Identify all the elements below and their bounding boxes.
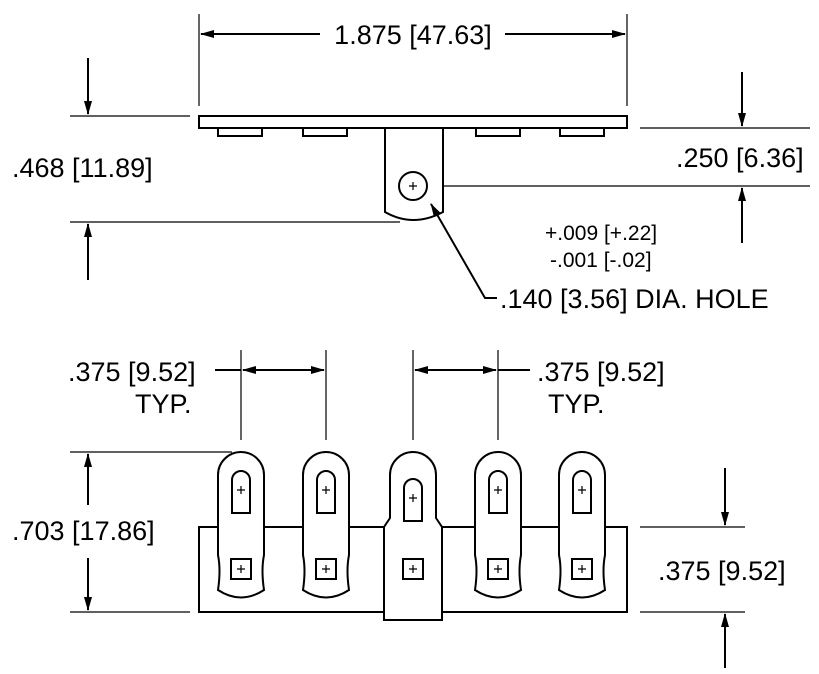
center-mark-icon	[322, 565, 330, 573]
mounting-hole	[398, 171, 428, 201]
center-mark-icon	[494, 565, 502, 573]
hole-tolerance-plus: +.009 [+.22]	[545, 222, 657, 245]
front-view: .375 [9.52] TYP. .375 [9.52] TYP. .703 […	[12, 350, 786, 668]
terminal-body	[301, 451, 351, 599]
hole-callout-label: .140 [3.56] DIA. HOLE	[500, 284, 769, 314]
hole-tolerance-minus: -.001 [-.02]	[550, 249, 652, 272]
terminal-tab	[559, 127, 605, 137]
center-mark-icon	[322, 486, 330, 494]
terminal-square-hole	[571, 558, 593, 580]
center-mark-icon	[409, 494, 417, 502]
center-mark-icon	[409, 565, 417, 573]
terminal-body	[216, 451, 266, 599]
pitch-left-note: TYP.	[135, 389, 192, 419]
terminal	[383, 451, 443, 621]
terminal	[216, 451, 266, 599]
leader-line	[430, 203, 497, 299]
terminals	[216, 451, 607, 621]
pitch-left-label: .375 [9.52]	[68, 357, 196, 387]
terminal	[557, 451, 607, 599]
terminal	[473, 451, 523, 599]
terminal-slot	[316, 470, 336, 514]
terminal-square-hole	[402, 558, 424, 580]
terminal-tab	[302, 127, 348, 137]
terminal-tab	[217, 127, 263, 137]
center-mark-icon	[578, 565, 586, 573]
terminal-body	[473, 451, 523, 599]
terminal-slot	[231, 470, 251, 514]
terminal-square-hole	[230, 558, 252, 580]
hole-offset-label: .250 [6.36]	[676, 143, 804, 173]
pitch-right-label: .375 [9.52]	[537, 357, 665, 387]
front-height-label: .703 [17.86]	[12, 516, 155, 546]
center-mark-icon	[409, 182, 417, 190]
terminal-square-hole	[487, 558, 509, 580]
center-mark-icon	[237, 565, 245, 573]
overall-height-label: .468 [11.89]	[12, 153, 153, 183]
terminal-slot	[572, 470, 592, 514]
pitch-right-note: TYP.	[548, 389, 605, 419]
strip-body	[198, 115, 628, 129]
terminal-square-hole	[315, 558, 337, 580]
terminal-body	[557, 451, 607, 599]
base-height-label: .375 [9.52]	[658, 556, 786, 586]
center-mark-icon	[578, 486, 586, 494]
terminal-slot	[403, 478, 423, 522]
center-mark-icon	[494, 486, 502, 494]
terminal-tab	[475, 127, 521, 137]
terminal-body	[383, 451, 443, 621]
center-mounting-tab	[384, 127, 444, 221]
terminal	[301, 451, 351, 599]
overall-length-label: 1.875 [47.63]	[334, 20, 492, 50]
top-view: 1.875 [47.63] .468 [11.89] .250 [6.36] +…	[12, 14, 810, 314]
center-mark-icon	[237, 486, 245, 494]
terminal-slot	[488, 470, 508, 514]
